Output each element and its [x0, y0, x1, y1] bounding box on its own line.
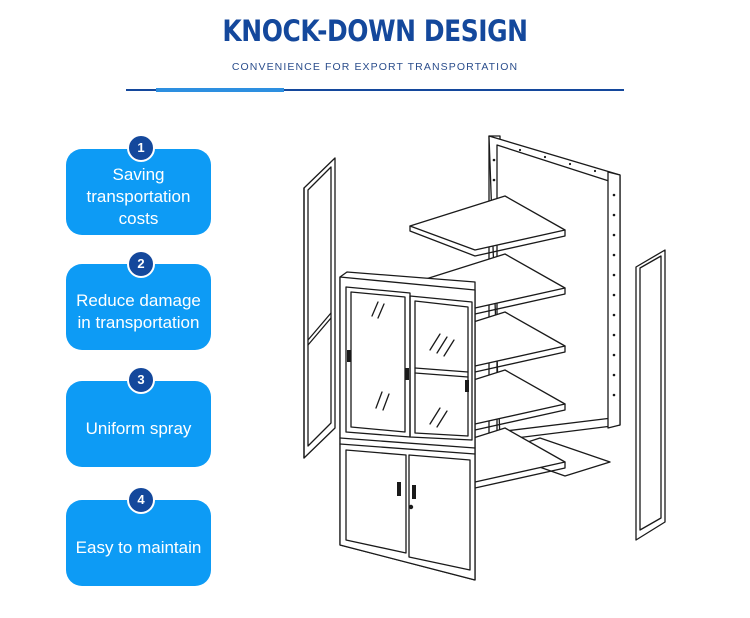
- feature-card-uniform-spray: Uniform spray: [66, 381, 211, 467]
- page-title: KNOCK-DOWN DESIGN: [222, 14, 528, 48]
- cabinet-front: [339, 271, 476, 581]
- left-side-panel: [303, 157, 336, 459]
- feature-number-badge: 4: [127, 486, 155, 514]
- knock-down-cabinet-exploded-illustration: [303, 135, 666, 581]
- right-side-panel: [635, 249, 666, 541]
- feature-number-badge: 3: [127, 366, 155, 394]
- title-divider: [126, 89, 624, 91]
- feature-label: Easy to maintain: [75, 538, 202, 557]
- page-subtitle: CONVENIENCE FOR EXPORT TRANSPORTATION: [231, 61, 519, 73]
- feature-label: Saving transportation costs: [86, 165, 191, 228]
- feature-card-reduce-damage: Reduce damage in transportation: [66, 264, 211, 350]
- feature-label: Uniform spray: [85, 419, 192, 438]
- feature-card-saving-costs: Saving transportation costs: [66, 149, 211, 235]
- feature-card-easy-maintain: Easy to maintain: [66, 500, 211, 586]
- title-divider-accent: [156, 88, 284, 92]
- feature-number-badge: 1: [127, 134, 155, 162]
- feature-number-badge: 2: [127, 250, 155, 278]
- feature-label: Reduce damage in transportation: [76, 291, 201, 332]
